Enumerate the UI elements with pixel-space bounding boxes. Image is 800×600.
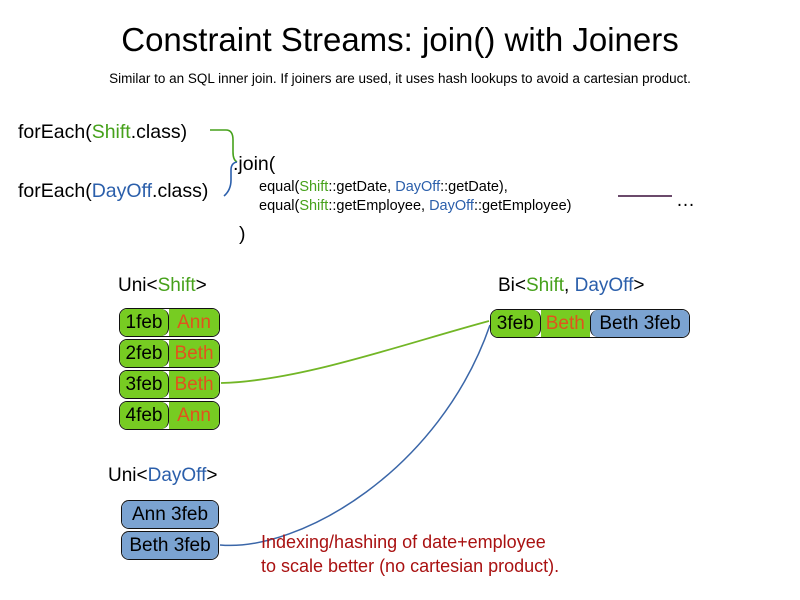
bi-type-b: DayOff [574, 275, 634, 296]
bi-tuple-row[interactable]: 3feb Beth Beth 3feb [490, 309, 690, 338]
uni-dayoff-suffix: > [206, 465, 218, 486]
table-row[interactable]: Ann 3feb [121, 500, 219, 529]
foreach-shift-type: Shift [91, 121, 131, 143]
shift-date-cell: 1feb [120, 309, 170, 336]
curve-shift-to-bi [220, 320, 490, 384]
purple-underline-rule [618, 195, 672, 197]
uni-shift-suffix: > [195, 275, 207, 296]
curve-dayoff-to-bi [219, 324, 491, 547]
code-join-close: ) [239, 223, 246, 245]
code-join-open: .join( [233, 153, 276, 175]
shift-date-cell: 4feb [120, 402, 170, 429]
foreach-dayoff-type: DayOff [91, 180, 153, 202]
uni-dayoff-type: DayOff [147, 465, 207, 486]
dayoff-fact-list: Ann 3feb Beth 3feb [121, 500, 219, 562]
joiner-date-fn: equal( [259, 179, 300, 195]
bi-suffix: > [633, 275, 645, 296]
shift-employee-cell: Beth [169, 371, 219, 398]
bi-separator: , [564, 275, 575, 296]
joiner-date-left-method: ::getDate, [328, 179, 396, 195]
code-ellipsis: … [676, 190, 695, 211]
shift-date-cell: 2feb [120, 340, 170, 367]
joiner-employee-fn: equal( [259, 198, 300, 214]
joiner-employee-left-type: Shift [299, 198, 329, 214]
dayoff-cell: Ann 3feb [122, 501, 218, 528]
annotation-line-2: to scale better (no cartesian product). [261, 556, 560, 576]
joiner-employee-right-method: ::getEmployee) [473, 198, 572, 214]
label-uni-shift: Uni<Shift> [118, 274, 207, 298]
shift-date-cell: 3feb [120, 371, 170, 398]
joiner-employee-left-method: ::getEmployee, [328, 198, 430, 214]
shift-employee-cell: Beth [169, 340, 219, 367]
table-row[interactable]: 3feb Beth [119, 370, 220, 399]
table-row[interactable]: Beth 3feb [121, 531, 219, 560]
table-row[interactable]: 4feb Ann [119, 401, 220, 430]
joiner-date-right-type: DayOff [395, 179, 441, 195]
code-joiner-employee: equal(Shift::getEmployee, DayOff::getEmp… [259, 197, 571, 216]
table-row[interactable]: 2feb Beth [119, 339, 220, 368]
shift-employee-cell: Ann [169, 309, 219, 336]
uni-dayoff-prefix: Uni< [108, 465, 148, 486]
joiner-date-left-type: Shift [299, 179, 329, 195]
joiner-date-right-method: ::getDate), [440, 179, 508, 195]
shift-fact-list: 1feb Ann 2feb Beth 3feb Beth 4feb Ann [119, 308, 220, 432]
code-foreach-dayoff: forEach(DayOff.class) [18, 179, 208, 203]
foreach-dayoff-prefix: forEach( [18, 180, 92, 202]
foreach-dayoff-suffix: .class) [152, 180, 209, 202]
bi-shift-date-cell: 3feb [491, 310, 541, 337]
bi-type-a: Shift [526, 275, 565, 296]
label-bi-shift-dayoff: Bi<Shift, DayOff> [498, 274, 644, 298]
bi-dayoff-cell: Beth 3feb [590, 310, 689, 337]
label-uni-dayoff: Uni<DayOff> [108, 464, 218, 488]
annotation-text: Indexing/hashing of date+employee to sca… [261, 530, 559, 578]
bi-shift-employee-cell: Beth [540, 310, 590, 337]
shift-employee-cell: Ann [169, 402, 219, 429]
table-row[interactable]: 1feb Ann [119, 308, 220, 337]
page-title: Constraint Streams: join() with Joiners [121, 21, 679, 58]
annotation-line-1: Indexing/hashing of date+employee [261, 532, 546, 552]
code-joiner-date: equal(Shift::getDate, DayOff::getDate), [259, 178, 508, 197]
code-foreach-shift: forEach(Shift.class) [18, 120, 187, 144]
foreach-shift-prefix: forEach( [18, 121, 92, 143]
page-subtitle: Similar to an SQL inner join. If joiners… [109, 71, 691, 86]
uni-shift-prefix: Uni< [118, 275, 158, 296]
uni-shift-type: Shift [157, 275, 196, 296]
foreach-shift-suffix: .class) [130, 121, 188, 143]
dayoff-cell: Beth 3feb [122, 532, 218, 559]
bi-prefix: Bi< [498, 275, 526, 296]
joiner-employee-right-type: DayOff [429, 198, 474, 214]
